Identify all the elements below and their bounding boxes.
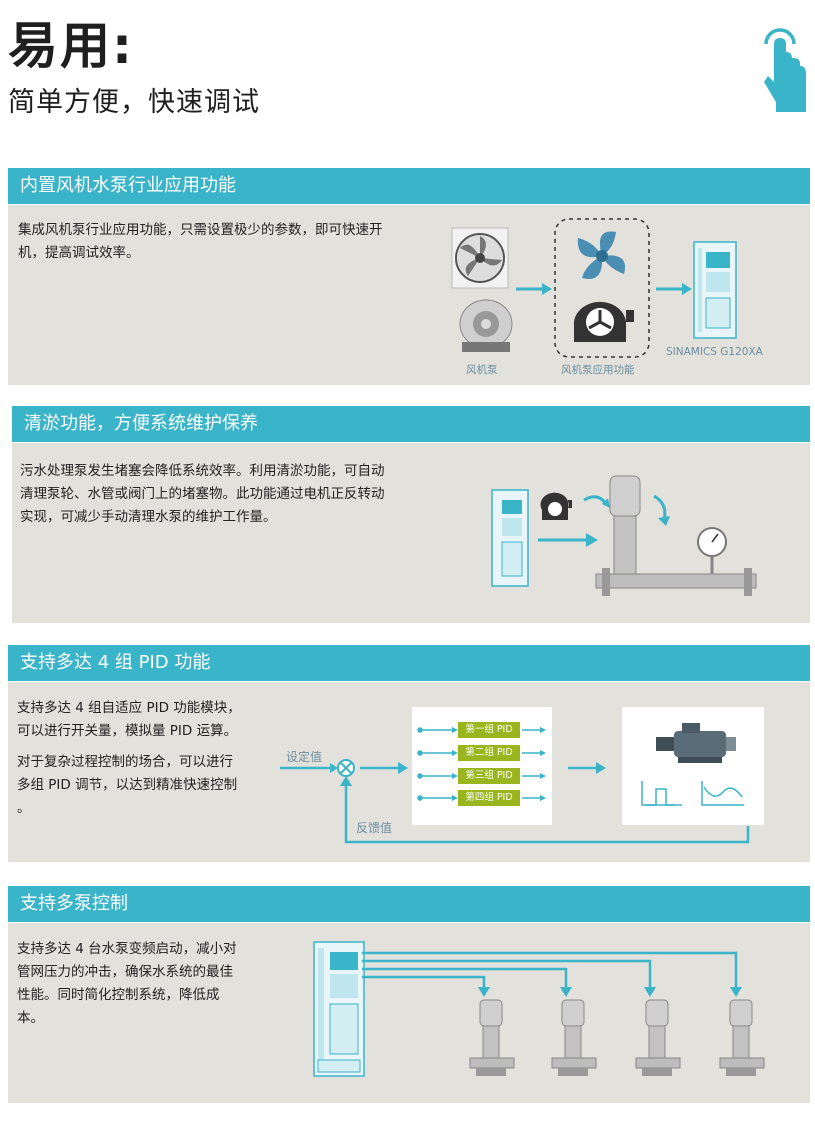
arrow-right-icon <box>538 533 598 547</box>
drive-unit-illustration <box>693 241 737 339</box>
pid-group-3: 第三组 PID <box>458 768 520 784</box>
pid-flow-lines <box>280 759 750 844</box>
pid-groups-box: 第一组 PID 第二组 PID 第三组 PID 第四组 PID <box>412 707 552 825</box>
axial-fan-illustration <box>451 227 509 289</box>
section-3-title: 支持多达 4 组 PID 功能 <box>8 645 810 681</box>
app-function-group <box>554 218 650 358</box>
setpoint-label: 设定值 <box>286 750 323 764</box>
arrow-right-icon <box>516 283 552 295</box>
drive-unit-illustration <box>313 941 365 1077</box>
drive-unit-illustration <box>491 489 529 587</box>
pump-unit-2 <box>551 999 597 1076</box>
pid-group-1: 第一组 PID <box>458 722 520 738</box>
pid-group-2: 第二组 PID <box>458 745 520 761</box>
section-1-text: 集成风机泵行业应用功能，只需设置极少的参数，即可快速开机，提高调试效率。 <box>18 222 383 261</box>
pump-unit-1 <box>469 999 515 1076</box>
fan-blade-icon <box>574 228 630 284</box>
page-subtitle: 简单方便，快速调试 <box>8 87 260 118</box>
pump-pipe-illustration <box>583 475 757 596</box>
page-title: 易用: <box>8 17 134 75</box>
caption-fan-pump: 风机泵 <box>466 364 498 376</box>
section-2-panel <box>12 443 810 623</box>
pump-unit-3 <box>635 999 681 1076</box>
pump-icon <box>573 301 634 342</box>
caption-app-function: 风机泵应用功能 <box>561 364 635 376</box>
curve-response-icon <box>701 781 744 806</box>
section-1-panel <box>8 205 810 385</box>
arrow-right-icon <box>656 283 692 295</box>
section-4-title: 支持多泵控制 <box>8 886 810 922</box>
section-2-text: 污水处理泵发生堵塞会降低系统效率。利用清淤功能，可自动清理泵轮、水管或阀门上的堵… <box>20 463 385 525</box>
step-response-icon <box>641 781 682 806</box>
pid-group-4: 第四组 PID <box>458 790 520 806</box>
pid-group-arrows <box>417 727 546 801</box>
pump-unit-4 <box>719 999 765 1076</box>
motor-illustration <box>641 723 744 806</box>
section-2-title: 清淤功能，方便系统维护保养 <box>12 406 810 442</box>
touch-hand-icon <box>764 28 806 112</box>
motor-output-box <box>622 707 764 825</box>
multi-pump-lines <box>362 951 742 997</box>
section-4-text: 支持多达 4 台水泵变频启动，减小对管网压力的冲击，确保水系统的最佳性能。同时简… <box>17 941 237 1026</box>
feedback-label: 反馈值 <box>356 821 393 835</box>
section-3-text: 支持多达 4 组自适应 PID 功能模块，可以进行开关量，模拟量 PID 运算。… <box>17 700 241 816</box>
pump-icon <box>540 492 572 520</box>
section-1-title: 内置风机水泵行业应用功能 <box>8 168 810 204</box>
centrifugal-blower-illustration <box>459 299 513 352</box>
caption-drive: SINAMICS G120XA <box>666 346 763 358</box>
